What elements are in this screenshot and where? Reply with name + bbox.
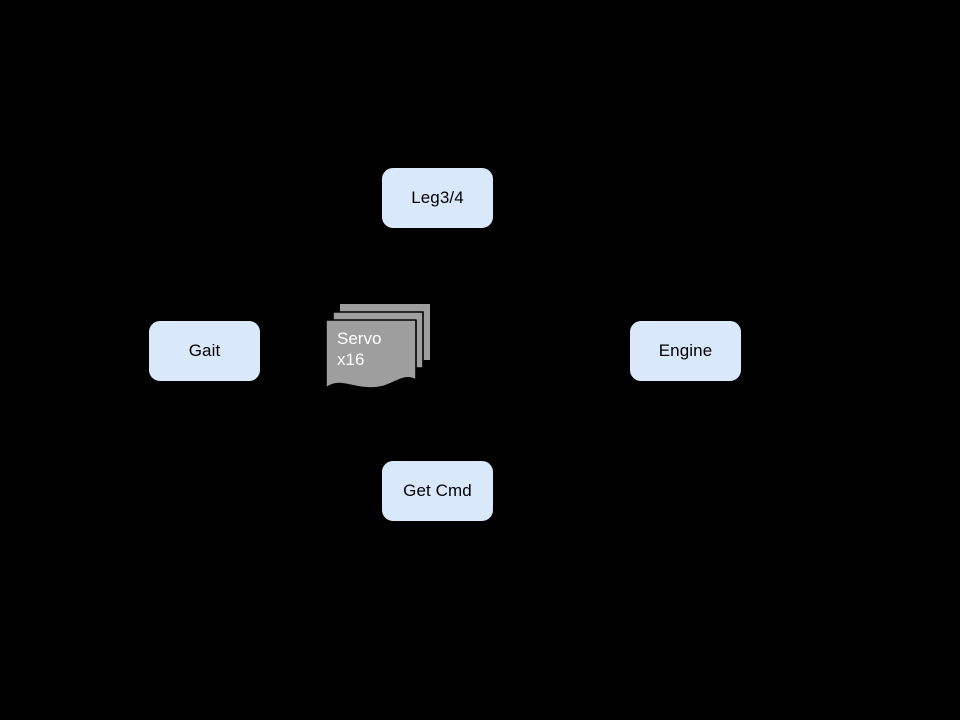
node-gait[interactable]: Gait [149,321,260,381]
node-engine[interactable]: Engine [630,321,741,381]
node-servo-multidocument[interactable]: Servo x16 [326,304,438,392]
node-get-cmd-label: Get Cmd [403,480,472,500]
node-leg34[interactable]: Leg3/4 [382,168,493,228]
multi-document-icon [326,304,430,389]
node-leg34-label: Leg3/4 [411,187,464,207]
node-get-cmd[interactable]: Get Cmd [382,461,493,521]
node-gait-label: Gait [188,340,221,360]
node-engine-label: Engine [658,340,713,360]
